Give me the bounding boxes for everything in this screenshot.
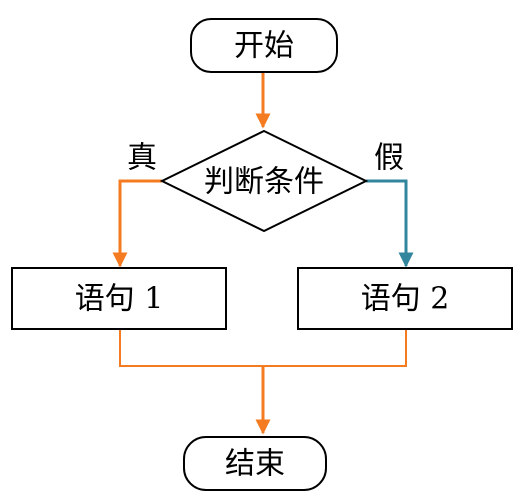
statement-1-box <box>11 267 227 330</box>
merge-line-right <box>263 329 407 367</box>
merge-line-left <box>119 329 263 367</box>
condition-label: 判断条件 <box>204 165 324 200</box>
arrow-false-branch <box>366 179 414 268</box>
start-label: 开始 <box>234 29 294 64</box>
condition-diamond-shape <box>159 129 369 233</box>
statement-2-box <box>297 267 513 330</box>
end-terminal-shape <box>183 436 327 491</box>
statement-2-node: 语句 2 <box>297 267 513 330</box>
start-terminal-shape <box>190 18 338 73</box>
true-branch-label: 真 <box>127 141 157 176</box>
condition-node: 判断条件 <box>159 129 369 233</box>
statement-2-label: 语句 2 <box>361 282 450 317</box>
arrow-true-branch <box>112 179 162 268</box>
start-node: 开始 <box>190 18 338 73</box>
connectors <box>112 72 414 435</box>
end-label: 结束 <box>225 447 285 482</box>
end-node: 结束 <box>183 436 327 491</box>
statement-1-node: 语句 1 <box>11 267 227 330</box>
false-branch-label: 假 <box>374 141 404 176</box>
statement-1-label: 语句 1 <box>75 282 164 317</box>
